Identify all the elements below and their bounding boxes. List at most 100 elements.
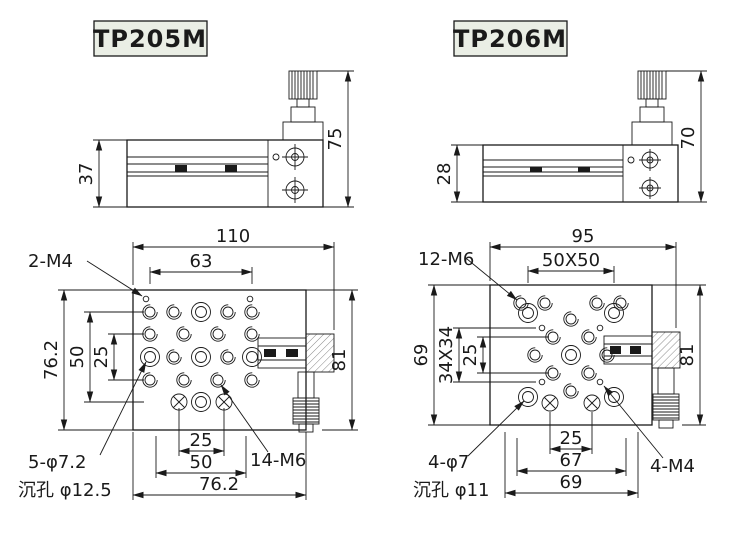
counterbore-hole [518,303,538,323]
tp205m-hole-pattern [140,295,262,412]
counterbore-hole [242,347,262,367]
label-tp205m-counterbore: 5-φ7.2 沉孔 φ12.5 [18,361,147,501]
label-text-4-m4: 4-M4 [650,456,695,477]
dim-tp205m-stage-height: 37 [76,139,127,208]
m6-hole [513,295,529,311]
m4-hole [538,324,546,332]
dim-text-95: 95 [572,226,595,247]
dim-tp205m-row-inner: 25 [91,333,144,381]
label-text-12-m6: 12-M6 [418,249,474,270]
clamp-area [603,335,653,365]
socket-screw [583,394,601,412]
dim-text-25r: 25 [460,344,481,367]
dim-text-25b: 25 [560,428,583,449]
dim-tp205m-right-height: 81 [306,289,358,431]
m6-hole [244,304,260,320]
m6-hole [244,372,260,388]
dim-tp205m-height: 76.2 [41,289,133,431]
m6-hole [142,372,158,388]
m6-hole [563,383,579,399]
dim-tp205m-bottom-mid: 50 [155,436,247,478]
dim-text-70: 70 [678,127,699,150]
tp206m-top-view: 95 50X50 12-M6 69 34X34 25 [411,226,706,501]
m6-hole [176,372,192,388]
m4-hole [538,378,546,386]
m6-hole [142,326,158,342]
m6-hole [527,347,543,363]
label-text-14-m6: 14-M6 [250,450,306,471]
model-title-tp206m: TP206M [453,20,568,57]
dim-text-110: 110 [216,226,250,247]
micrometer-top [652,367,680,429]
label-tp205m-m4: 2-M4 [28,251,143,297]
tp205m-top-view: 110 63 2-M4 76.2 50 25 [18,226,358,501]
label-text-2-m4: 2-M4 [28,251,73,272]
counterbore-hole [140,347,160,367]
tp205m-side-view: 37 75 [76,70,354,208]
dim-tp206m-total-height: 70 [666,70,707,203]
micrometer-head [282,70,324,141]
micrometer-bracket [305,333,335,373]
dim-text-28: 28 [434,163,455,186]
label-text-cb-note: 沉孔 φ12.5 [18,480,112,501]
label-tp205m-m6: 14-M6 [220,384,306,471]
dim-text-67: 67 [560,450,583,471]
dim-text-63: 63 [190,251,213,272]
dim-text-76-2b: 76.2 [199,474,239,495]
m6-hole [244,326,260,342]
dim-text-69: 69 [411,344,432,367]
dim-tp206m-bottom-outer: 69 [504,432,639,498]
m6-hole [589,295,605,311]
model-title-tp205m: TP205M [93,20,208,57]
dim-text-81: 81 [329,349,350,372]
dim-tp205m-row-span: 50 [67,311,144,403]
m6-hole [581,329,597,345]
label-tp206m-counterbore: 4-φ7 沉孔 φ11 [413,400,525,501]
tp206m-side-view: 28 70 [434,70,707,203]
dim-tp206m-bottom-mid: 67 [516,438,627,476]
dim-tp206m-bottom-inner: 25 [549,412,593,454]
dim-tp205m-width: 110 [132,226,335,330]
dim-tp206m-width: 95 [489,226,677,328]
dim-text-50x50: 50X50 [542,250,600,271]
m6-hole [166,304,182,320]
counterbore-hole [191,302,211,322]
label-tp206m-m4: 4-M4 [603,385,695,477]
dim-text-37: 37 [76,163,97,186]
counterbore-hole [561,345,581,365]
label-text-4-cb: 4-φ7 [428,452,469,473]
micrometer-bracket [651,331,681,369]
dim-tp205m-hole-span: 63 [149,251,253,284]
micrometer-head [631,70,673,146]
title-box [453,20,568,57]
dim-text-34x34: 34X34 [436,326,457,384]
dim-tp206m-right-height: 81 [652,284,706,426]
m6-hole [166,349,182,365]
dim-text-81r: 81 [677,344,698,367]
m6-hole [220,304,236,320]
tp206m-title-text: TP206M [453,25,567,53]
label-text-5-cb: 5-φ7.2 [28,452,86,473]
stage-body [482,144,679,203]
tp205m-title-text: TP205M [93,25,207,53]
m6-hole [142,304,158,320]
m4-hole [142,295,150,303]
dim-text-25b: 25 [190,430,213,451]
dim-text-76-2: 76.2 [41,340,62,380]
stage-body [126,139,324,208]
socket-screw [170,393,188,411]
dim-tp206m-stage-height: 28 [434,144,483,203]
dim-tp205m-total-height: 75 [317,70,354,208]
title-box [93,20,208,57]
m6-hole [581,365,597,381]
label-tp206m-m6: 12-M6 [418,249,518,301]
counterbore-hole [191,347,211,367]
socket-screw [215,393,233,411]
m4-hole [596,378,604,386]
dim-text-25: 25 [91,346,112,369]
m6-hole [537,295,553,311]
micrometer-top [292,371,320,433]
dim-tp206m-height: 69 [411,284,490,426]
